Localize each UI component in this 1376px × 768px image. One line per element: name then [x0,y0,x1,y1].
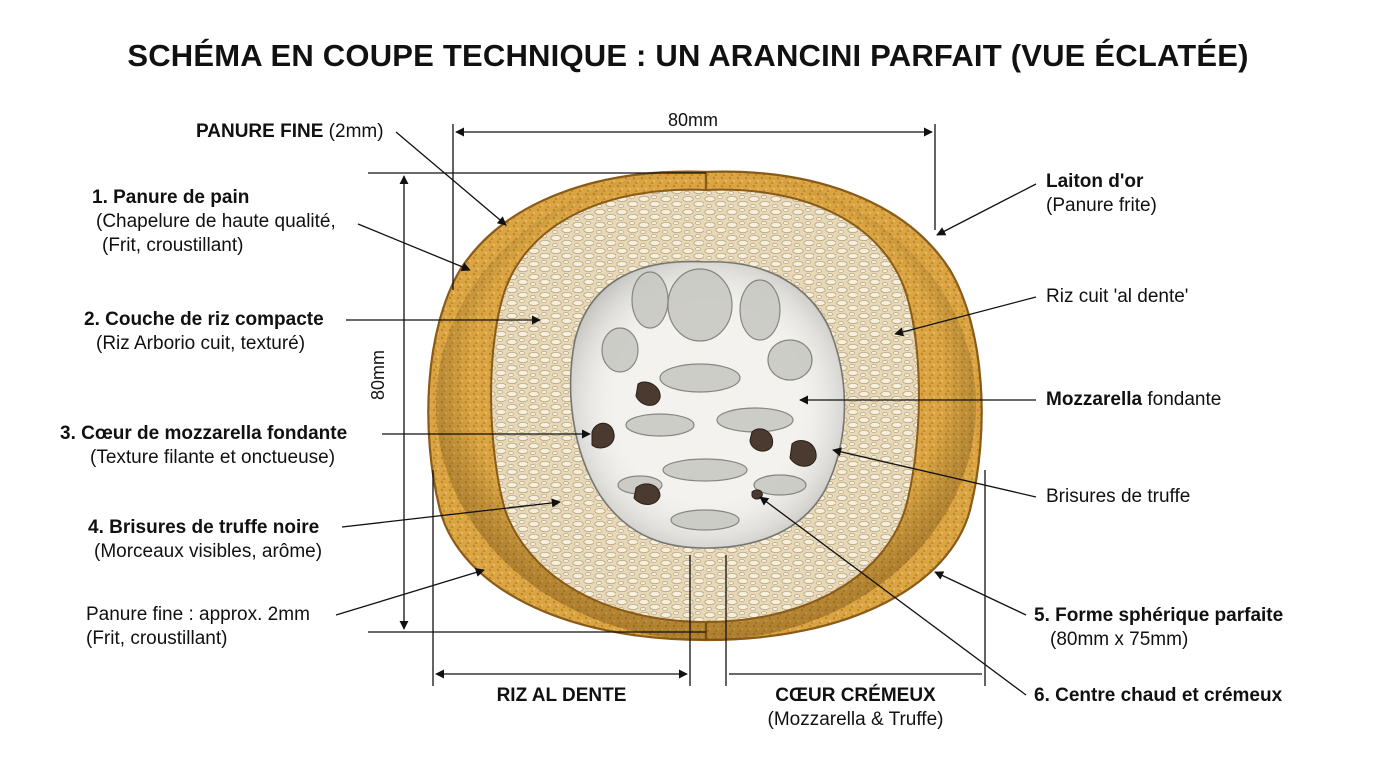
label-item3-title: 3. Cœur de mozzarella fondante [60,422,347,446]
label-item1-title: 1. Panure de pain [92,186,336,210]
label-brisures-de-truffe: Brisures de truffe [1046,485,1190,509]
label-item2-line2: (Riz Arborio cuit, texturé) [96,332,324,356]
label-mozzarella-normal: fondante [1142,389,1221,410]
label-item6-centre-chaud: 6. Centre chaud et crémeux [1034,684,1282,708]
label-item5-line2: (80mm x 75mm) [1050,628,1283,652]
label-panure-fine-top-normal: (2mm) [323,121,383,142]
label-item1-panure-de-pain: 1. Panure de pain (Chapelure de haute qu… [92,186,336,258]
label-item5-title: 5. Forme sphérique parfaite [1034,604,1283,628]
label-item6-title: 6. Centre chaud et crémeux [1034,684,1282,708]
label-laiton-dor: Laiton d'or (Panure frite) [1046,170,1157,218]
label-riz-al-dente-title: RIZ AL DENTE [436,684,687,708]
label-riz-al-dente: RIZ AL DENTE [436,684,687,708]
label-item2-title: 2. Couche de riz compacte [84,308,324,332]
label-panure-fine-bottom: Panure fine : approx. 2mm (Frit, crousti… [86,603,310,651]
label-panure-fine-top-bold: PANURE FINE [196,121,323,142]
height-dimension-label: 80mm [368,350,389,400]
label-mozzarella-bold: Mozzarella [1046,389,1142,410]
label-laiton-line2: (Panure frite) [1046,194,1157,218]
label-mozzarella-fondante: Mozzarella fondante [1046,388,1221,412]
label-coeur-cremeux-line2: (Mozzarella & Truffe) [729,708,982,732]
width-dimension-label: 80mm [668,110,718,131]
label-panure-fine-bottom-line2: (Frit, croustillant) [86,627,310,651]
label-item2-couche-de-riz: 2. Couche de riz compacte (Riz Arborio c… [84,308,324,356]
label-item4-brisures-truffe: 4. Brisures de truffe noire (Morceaux vi… [88,516,322,564]
label-panure-fine-bottom-line1: Panure fine : approx. 2mm [86,603,310,627]
label-item4-title: 4. Brisures de truffe noire [88,516,322,540]
label-panure-fine-top: PANURE FINE (2mm) [196,120,384,144]
label-item1-line3: (Frit, croustillant) [102,234,336,258]
label-item3-line2: (Texture filante et onctueuse) [90,446,347,470]
label-item3-coeur-mozzarella: 3. Cœur de mozzarella fondante (Texture … [60,422,347,470]
label-item4-line2: (Morceaux visibles, arôme) [94,540,322,564]
label-riz-cuit: Riz cuit 'al dente' [1046,285,1188,309]
mozzarella-core [571,262,845,548]
label-item5-forme-spherique: 5. Forme sphérique parfaite (80mm x 75mm… [1034,604,1283,652]
label-coeur-cremeux: CŒUR CRÉMEUX (Mozzarella & Truffe) [729,684,982,732]
label-laiton-title: Laiton d'or [1046,170,1157,194]
label-item1-line2: (Chapelure de haute qualité, [96,210,336,234]
label-coeur-cremeux-title: CŒUR CRÉMEUX [729,684,982,708]
